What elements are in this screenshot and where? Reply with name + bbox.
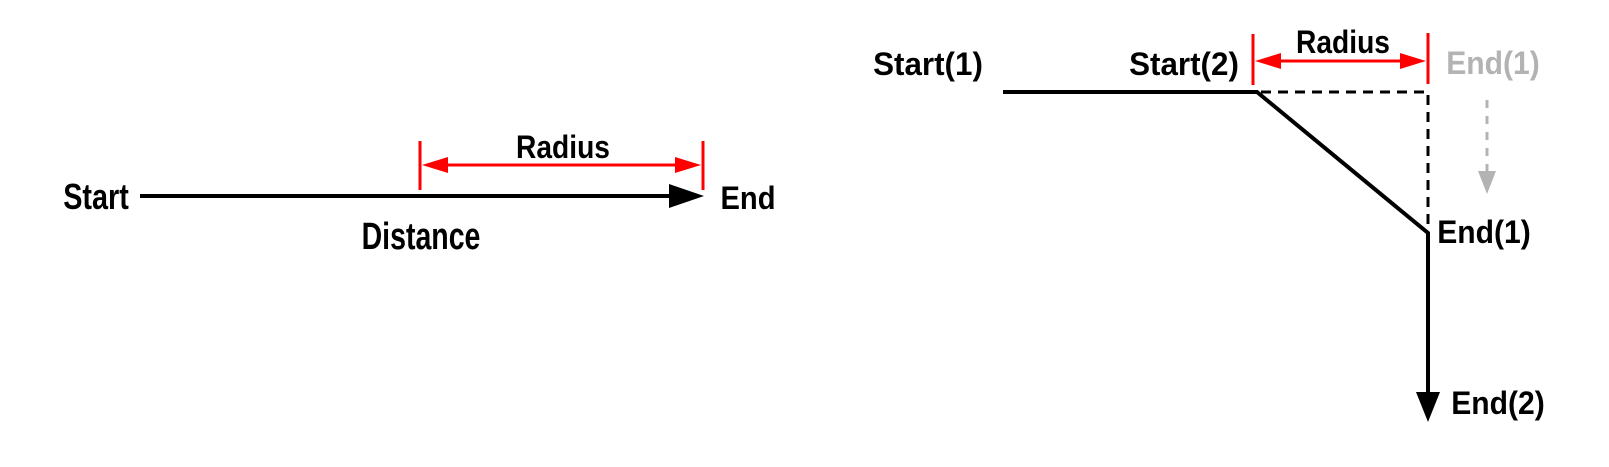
radius2-arrowhead-left-icon xyxy=(1255,53,1281,69)
right-diagram xyxy=(1003,33,1496,422)
label-start: Start xyxy=(63,176,129,217)
label-end2: End(2) xyxy=(1451,385,1545,421)
label-end1: End(1) xyxy=(1437,214,1531,250)
label-distance: Distance xyxy=(361,216,481,258)
driven-path-arrowhead-icon xyxy=(1416,392,1440,422)
radius-arrowhead-left-icon xyxy=(422,157,448,173)
label-radius2: Radius xyxy=(1296,24,1390,60)
label-end1-ghost: End(1) xyxy=(1446,45,1540,81)
driven-path-line xyxy=(1003,90,1430,397)
distance-arrowhead-icon xyxy=(669,184,704,208)
radius-arrowhead-right-icon xyxy=(675,157,701,173)
label-start2: Start(2) xyxy=(1129,46,1239,82)
corner-construction-dashed-line xyxy=(1261,90,1430,230)
ghost-path-arrowhead-icon xyxy=(1478,171,1496,194)
left-diagram xyxy=(140,141,705,208)
label-end: End xyxy=(720,180,776,216)
radius2-arrowhead-right-icon xyxy=(1400,53,1426,69)
label-start1: Start(1) xyxy=(873,46,983,82)
label-radius: Radius xyxy=(516,129,610,165)
